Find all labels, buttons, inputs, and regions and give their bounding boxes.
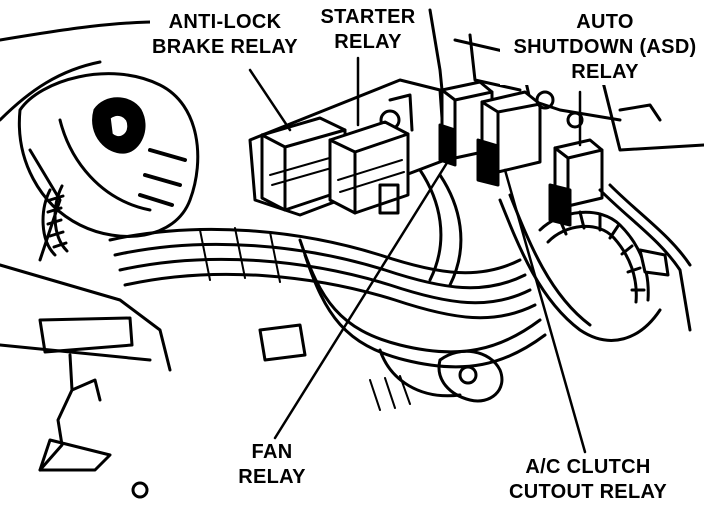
- fan-relay-label-line2: RELAY: [232, 465, 312, 490]
- lower-connectors: [369, 348, 504, 411]
- leader-fan: [273, 148, 457, 440]
- ac-clutch-relay-body: [476, 90, 542, 187]
- leader-ac-clutch: [503, 168, 587, 454]
- ac-clutch-cutout-relay-label-line1: A/C CLUTCH: [488, 455, 688, 480]
- wiring-harness: [108, 168, 692, 369]
- auto-shutdown-relay-label: AUTO SHUTDOWN (ASD) RELAY: [500, 10, 704, 85]
- anti-lock-brake-relay-label: ANTI-LOCK BRAKE RELAY: [150, 10, 300, 60]
- auto-shutdown-relay-label-line3: RELAY: [500, 60, 704, 85]
- hood-hinge-bracket: [38, 316, 149, 499]
- leader-lines: [248, 56, 587, 454]
- fan-relay-label-line1: FAN: [232, 440, 312, 465]
- anti-lock-brake-relay-label-line1: ANTI-LOCK: [150, 10, 300, 35]
- corrugated-loom: [41, 184, 670, 304]
- leader-anti-lock: [248, 68, 292, 132]
- starter-relay-body: [328, 120, 410, 215]
- starter-relay-label-line1: STARTER: [318, 5, 418, 30]
- ac-clutch-cutout-relay-label-line2: CUTOUT RELAY: [488, 480, 688, 505]
- ac-clutch-cutout-relay-label: A/C CLUTCH CUTOUT RELAY: [488, 455, 688, 505]
- auto-shutdown-relay-label-line1: AUTO: [500, 10, 704, 35]
- fan-relay-label: FAN RELAY: [232, 440, 312, 490]
- air-intake-duct: [17, 72, 200, 238]
- auto-shutdown-relay-label-line2: SHUTDOWN (ASD): [500, 35, 704, 60]
- anti-lock-brake-relay-label-line2: BRAKE RELAY: [150, 35, 300, 60]
- starter-relay-label: STARTER RELAY: [318, 5, 418, 55]
- starter-relay-label-line2: RELAY: [318, 30, 418, 55]
